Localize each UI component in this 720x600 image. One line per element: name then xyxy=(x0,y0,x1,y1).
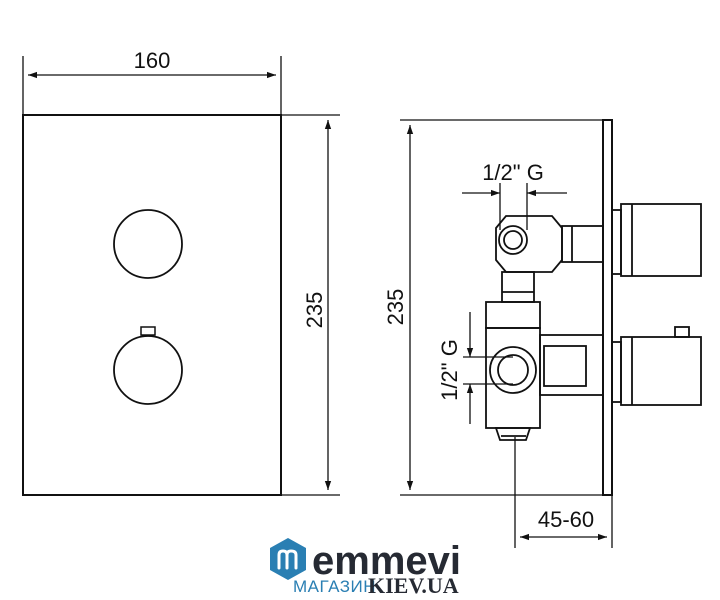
top-thread-dimension xyxy=(462,183,567,230)
side-thread-label: 1/2" G xyxy=(437,339,462,401)
upper-valve-body xyxy=(495,215,604,303)
side-height-label: 235 xyxy=(383,289,408,326)
width-dimension xyxy=(22,56,282,115)
lower-knob xyxy=(113,335,183,405)
lower-valve-body xyxy=(485,301,604,441)
side-thread-dimension xyxy=(463,312,513,424)
side-height-dimension xyxy=(400,119,603,496)
depth-dimension xyxy=(514,437,613,548)
brand-mark-icon xyxy=(270,538,306,580)
site-label: KIEV.UA xyxy=(368,573,459,598)
depth-label: 45-60 xyxy=(538,507,594,532)
upper-knob xyxy=(113,209,183,279)
brand-name: emmevi xyxy=(312,539,461,583)
wall-plate xyxy=(602,119,613,496)
lower-knob-indicator xyxy=(140,326,156,336)
side-view xyxy=(400,119,702,548)
width-label: 160 xyxy=(134,48,171,73)
shop-label: МАГАЗИН xyxy=(293,577,376,596)
front-plate xyxy=(22,114,282,496)
top-thread-label: 1/2" G xyxy=(482,160,544,185)
upper-handle xyxy=(611,203,702,277)
front-view xyxy=(22,56,340,496)
front-height-label: 235 xyxy=(302,292,327,329)
lower-handle xyxy=(611,326,702,406)
front-height-dimension xyxy=(281,114,340,496)
brand-logo: emmevi МАГАЗИН KIEV.UA xyxy=(270,538,461,598)
